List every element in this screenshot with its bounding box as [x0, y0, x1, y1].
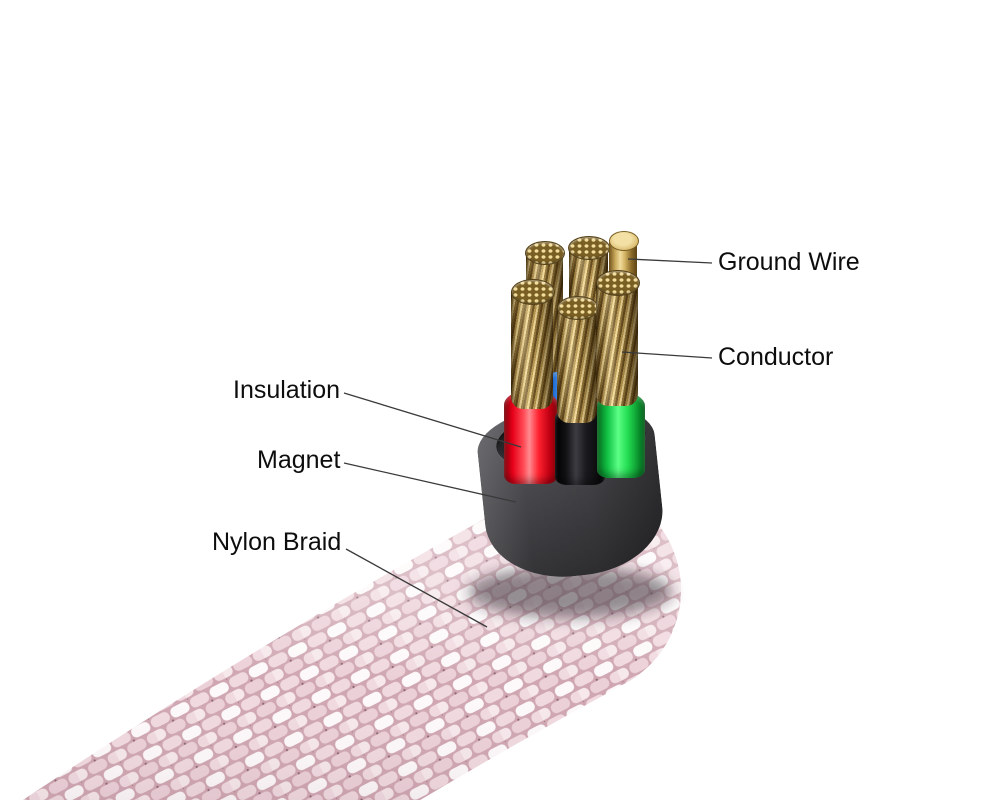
insulation-green — [597, 392, 645, 478]
label-ground-wire: Ground Wire — [718, 248, 860, 276]
conductor-bundle-back-left-face — [525, 241, 565, 265]
braid-tube-shading — [22, 484, 681, 800]
conductor-bundle-back-middle-face — [568, 236, 610, 260]
label-insulation: Insulation — [233, 376, 341, 404]
leader-line-nylon-braid — [345, 548, 488, 628]
conductor-bundle-front-right-face — [596, 270, 640, 296]
label-magnet: Magnet — [257, 446, 341, 474]
braid-tube — [22, 484, 681, 800]
ground-wire-face — [609, 231, 639, 251]
conductor-bundle-front-middle — [557, 307, 597, 423]
conductor-bundle-front-left-face — [511, 279, 555, 305]
conductor-bundle-front-middle-face — [557, 296, 599, 320]
label-conductor: Conductor — [718, 343, 834, 371]
leader-line-ground-wire — [627, 258, 713, 264]
conductor-bundle-front-left — [511, 291, 553, 409]
conductor-bundle-front-right — [596, 282, 638, 406]
label-nylon-braid: Nylon Braid — [212, 528, 342, 556]
